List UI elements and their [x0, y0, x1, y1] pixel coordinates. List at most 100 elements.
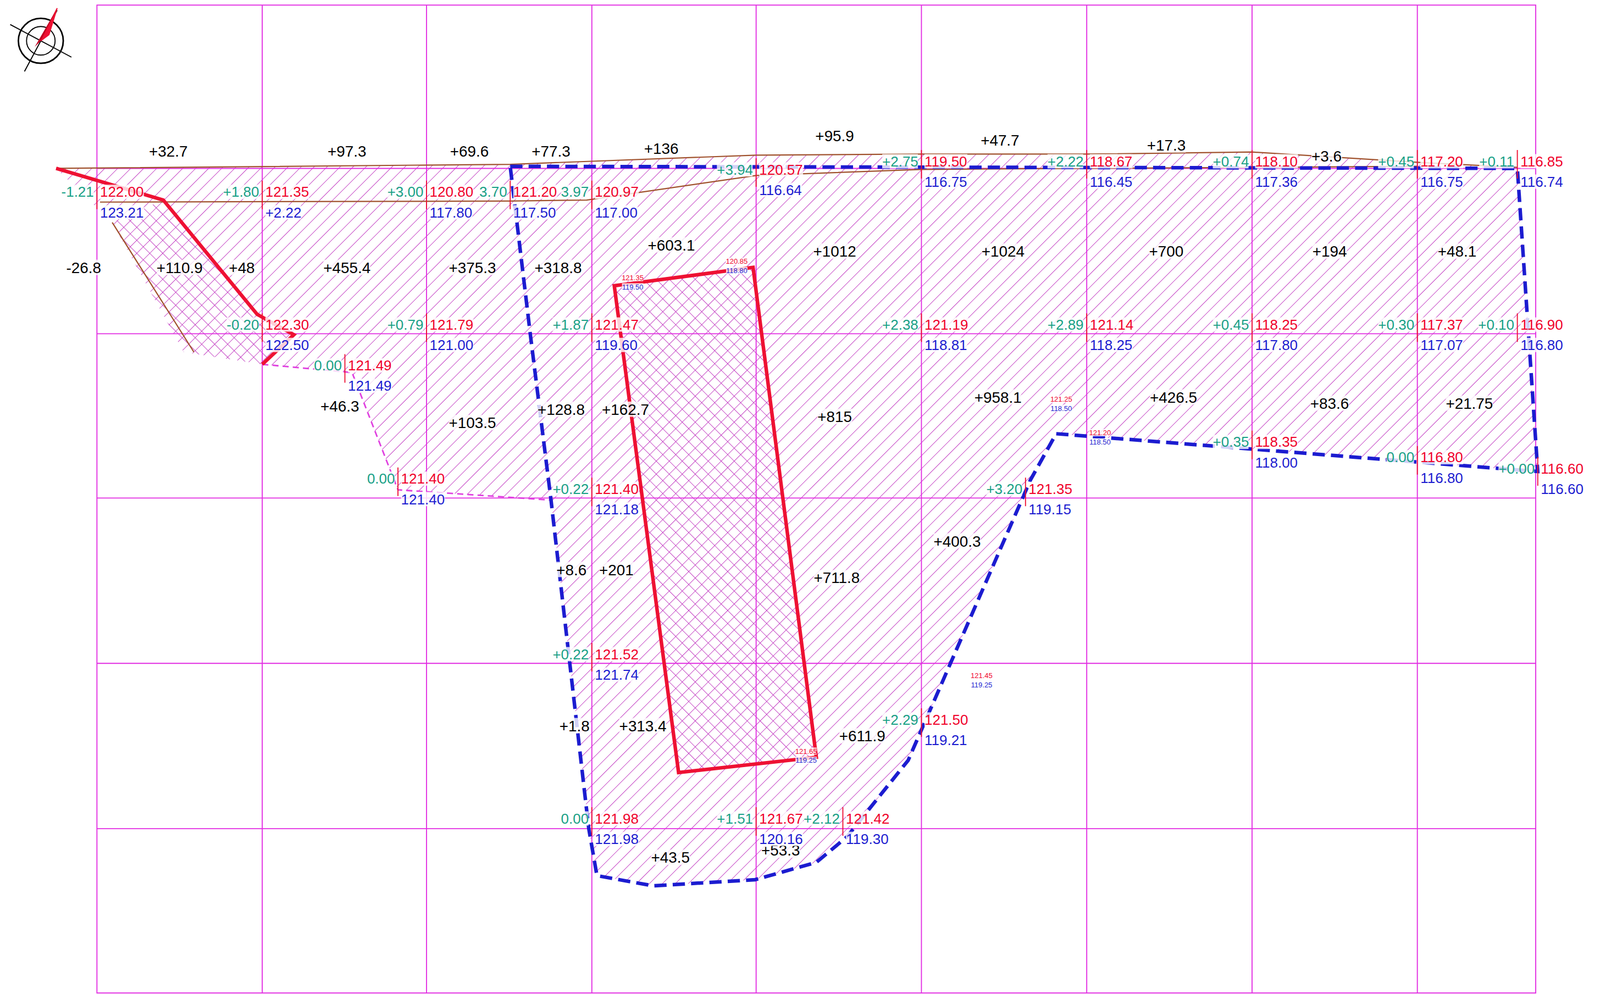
working-mark: 0.00 — [1386, 450, 1415, 465]
design-elevation: 121.35 — [265, 184, 310, 199]
cut-fill-volume: +8.6 — [556, 561, 587, 578]
working-mark: +2.22 — [1047, 153, 1084, 169]
cut-fill-volume: +110.9 — [156, 259, 203, 276]
cut-fill-volume: +194 — [1312, 243, 1348, 259]
cut-fill-volume: +48.1 — [1437, 243, 1477, 259]
cut-fill-volume: +21.75 — [1445, 395, 1493, 412]
design-elevation: 121.98 — [594, 811, 639, 827]
cut-fill-volume: +48 — [228, 259, 255, 276]
design-elevation: 116.85 — [1520, 153, 1564, 169]
working-mark: +2.12 — [803, 811, 840, 827]
cut-fill-volume: +97.3 — [327, 143, 367, 159]
working-mark: 0.00 — [561, 811, 590, 827]
working-mark: +0.10 — [1477, 317, 1515, 332]
design-elevation: 121.52 — [594, 647, 639, 662]
design-elevation: 121.50 — [924, 712, 969, 727]
cut-fill-volume: +1012 — [813, 243, 857, 259]
working-mark: +2.75 — [882, 153, 919, 169]
cut-fill-volume: +815 — [817, 408, 852, 425]
design-elevation: 120.80 — [429, 184, 474, 199]
design-elevation: 121.40 — [401, 471, 446, 486]
point-ticks — [96, 150, 1538, 837]
existing-elevation: 121.74 — [594, 667, 639, 683]
existing-elevation: +2.22 — [265, 205, 302, 220]
working-mark: +0.74 — [1213, 153, 1250, 169]
working-mark: +0.79 — [387, 317, 424, 332]
cut-boundary — [510, 166, 1538, 887]
cut-fill-volume: +711.8 — [813, 569, 860, 586]
design-elevation: 119.50 — [924, 153, 968, 169]
working-mark: +2.38 — [882, 317, 919, 332]
grid — [96, 4, 1536, 994]
working-mark: 3.70 — [479, 184, 508, 199]
cut-fill-volume: +83.6 — [1310, 395, 1349, 412]
working-mark: +2.29 — [882, 712, 919, 727]
existing-elevation: 121.49 — [347, 378, 392, 393]
design-elevation: 121.67 — [759, 811, 804, 827]
design-elevation: 121.20 — [1088, 429, 1111, 437]
design-elevation: 116.60 — [1540, 461, 1584, 476]
working-mark: +3.20 — [986, 482, 1023, 497]
design-elevation: 121.49 — [347, 358, 392, 373]
cut-fill-volume: +958.1 — [974, 389, 1022, 406]
existing-elevation: 118.00 — [1254, 455, 1298, 470]
design-elevation: 121.14 — [1089, 317, 1134, 332]
working-mark: +0.45 — [1213, 317, 1250, 332]
existing-elevation: 116.64 — [759, 182, 802, 197]
zero-line — [56, 168, 295, 365]
existing-elevation: 121.00 — [429, 338, 474, 353]
design-elevation: 117.37 — [1420, 317, 1464, 332]
design-elevation: 118.67 — [1089, 153, 1133, 169]
design-elevation: 121.35 — [1028, 482, 1073, 497]
existing-elevation: 117.80 — [1254, 338, 1298, 353]
existing-elevation: 116.45 — [1089, 174, 1133, 190]
existing-elevation: 122.50 — [265, 338, 310, 353]
cut-fill-volume: +313.4 — [619, 718, 667, 734]
cut-fill-volume: +128.8 — [537, 401, 585, 418]
working-mark: 0.00 — [367, 471, 396, 486]
cut-fill-volume: +43.5 — [650, 849, 690, 866]
existing-elevation: 120.16 — [759, 832, 804, 847]
working-mark: +1.87 — [552, 317, 589, 332]
cut-fill-volume: +375.3 — [449, 259, 497, 276]
existing-elevation: 117.80 — [429, 205, 473, 220]
existing-elevation: 119.15 — [1028, 502, 1072, 517]
working-mark: 3.97 — [561, 184, 590, 199]
existing-elevation: 121.18 — [594, 502, 639, 517]
cut-fill-volume: +69.6 — [450, 143, 489, 159]
existing-elevation: 117.36 — [1254, 174, 1298, 190]
existing-elevation: 119.30 — [845, 832, 889, 847]
cut-fill-volume: -26.8 — [65, 259, 101, 276]
cut-fill-volume: +201 — [599, 561, 634, 578]
cut-fill-volume: +136 — [644, 140, 679, 156]
cut-fill-volume: +455.4 — [323, 259, 371, 276]
cut-fill-volume: +400.3 — [933, 533, 981, 549]
cut-fill-volume: +32.7 — [148, 143, 188, 159]
design-elevation: 121.42 — [845, 811, 890, 827]
working-mark: +0.11 — [1479, 153, 1515, 169]
design-elevation: 120.85 — [726, 257, 749, 265]
cut-fill-volume: +162.7 — [601, 401, 650, 418]
working-mark: +2.89 — [1047, 317, 1084, 332]
existing-elevation: 118.50 — [1050, 404, 1072, 412]
working-mark: +0.22 — [552, 647, 589, 662]
existing-elevation: 121.40 — [401, 491, 446, 507]
design-elevation: 118.35 — [1254, 434, 1298, 450]
design-elevation: 116.80 — [1420, 450, 1464, 465]
design-elevation: 120.57 — [759, 162, 804, 177]
fill-boundary — [262, 364, 551, 501]
design-elevation: 121.40 — [594, 482, 639, 497]
cut-fill-volume: +17.3 — [1147, 137, 1186, 153]
existing-elevation: 118.81 — [924, 338, 968, 353]
design-elevation: 122.00 — [100, 184, 145, 199]
design-elevation: 121.45 — [970, 672, 993, 680]
existing-elevation: 118.80 — [726, 267, 748, 275]
design-elevation: 122.30 — [265, 317, 310, 332]
design-elevation: 121.19 — [924, 317, 969, 332]
working-mark: +3.00 — [387, 184, 424, 199]
existing-elevation: 116.75 — [1420, 174, 1464, 190]
cut-fill-volume: +77.3 — [531, 143, 570, 159]
existing-elevation: 117.00 — [594, 205, 638, 220]
design-elevation: 118.25 — [1254, 317, 1298, 332]
existing-elevation: 121.98 — [594, 832, 639, 847]
